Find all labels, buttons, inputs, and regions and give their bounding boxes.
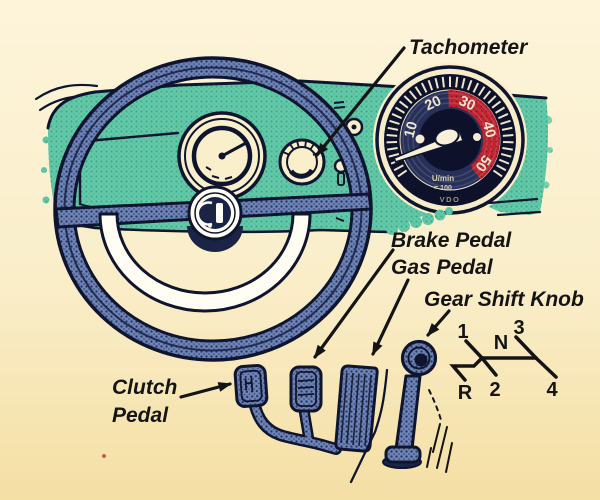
- tachometer-leader-arrow: [315, 46, 406, 157]
- floor-contour-line: [349, 368, 389, 484]
- gauge-brand-label: VDO: [440, 195, 461, 204]
- gear-shift-knob-label: Gear Shift Knob: [424, 288, 584, 311]
- pedal-linkage: [248, 396, 342, 455]
- gauge-numbers: 10 20 30 40 50: [402, 93, 499, 174]
- gauge-tick-ring: [386, 76, 514, 178]
- gear-shift-knob-leader-arrow: [426, 309, 451, 337]
- speedometer: [177, 111, 267, 201]
- brake-pedal: [289, 365, 323, 413]
- clutch-pedal-leader-arrow: [179, 382, 232, 399]
- clutch-pedal-label-line2: Pedal: [112, 404, 169, 427]
- gauge-number-50: 50: [472, 152, 494, 174]
- gear-pattern-diagram: 1 N 3 R 2 4: [449, 317, 558, 404]
- tachometer-detail-gauge: 10 20 30 40 50 U/min = 100 VDO: [373, 63, 527, 217]
- hub-emblem: [196, 201, 223, 228]
- gauge-screw-right: [473, 133, 481, 141]
- gear-shift-lever: [382, 339, 453, 473]
- gear-position-2: 2: [489, 379, 500, 401]
- gas-pedal-leader-arrow: [371, 278, 410, 356]
- gear-position-3: 3: [513, 317, 524, 339]
- motion-lines: [426, 389, 453, 473]
- steering-wheel: [53, 56, 373, 362]
- dash-tachometer: [278, 138, 326, 186]
- print-speck: [102, 454, 106, 458]
- clutch-pedal: [233, 364, 269, 408]
- speedometer-needle: [220, 141, 248, 158]
- gauge-number-40: 40: [479, 120, 499, 140]
- gauge-screw-left: [415, 134, 425, 144]
- brake-pedal-leader-arrow: [313, 248, 395, 359]
- gas-pedal: [334, 364, 379, 453]
- gear-position-1: 1: [457, 321, 468, 343]
- brake-pedal-label: Brake Pedal: [391, 229, 512, 252]
- gas-pedal-label: Gas Pedal: [391, 256, 494, 279]
- dash-torn-edge: [386, 197, 542, 235]
- gauge-number-20: 20: [422, 93, 443, 114]
- tachometer-label: Tachometer: [409, 36, 529, 59]
- gauge-number-30: 30: [456, 93, 477, 114]
- horn-half-ring: [98, 212, 312, 313]
- gauge-unit-label: U/min: [432, 174, 454, 183]
- gauge-needle-hub: [434, 127, 460, 147]
- gear-position-4: 4: [546, 379, 558, 401]
- gauge-red-zone: [448, 89, 501, 180]
- gauge-multiplier-label: = 100: [434, 185, 452, 192]
- clutch-pedal-label-line1: Clutch: [112, 376, 177, 399]
- gear-position-r: R: [458, 382, 473, 404]
- gauge-number-10: 10: [402, 120, 422, 140]
- gear-position-n: N: [494, 332, 508, 354]
